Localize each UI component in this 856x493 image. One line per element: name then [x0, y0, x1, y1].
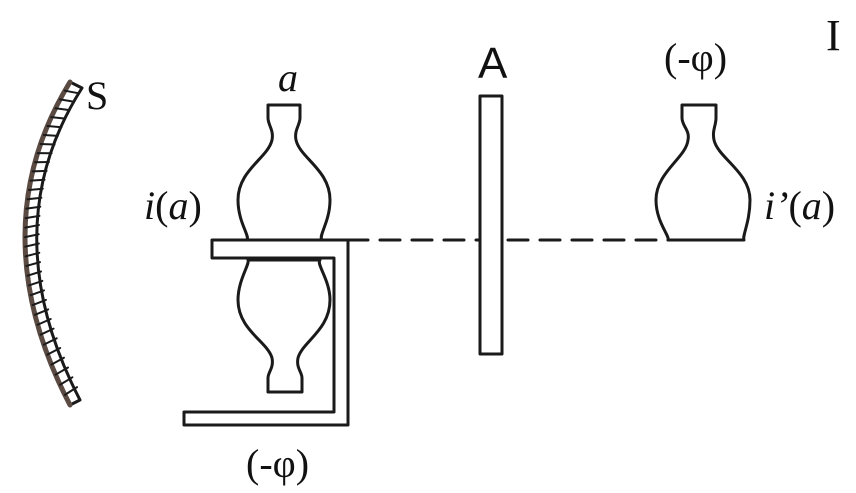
image-label-right-open-paren: (	[788, 183, 802, 228]
image-label-right-close-paren: )	[821, 183, 836, 228]
screen-hatch-line	[24, 242, 40, 248]
screen-hatch-line	[46, 346, 62, 356]
screen-hatch-line	[24, 224, 40, 229]
screen-hatch-line	[63, 386, 79, 396]
screen-hatch-line	[59, 98, 76, 103]
bottom-symbol: (-φ)	[246, 441, 310, 486]
screen-hatch-line	[50, 116, 67, 120]
screen-hatch-line	[27, 279, 44, 287]
mirror-bracket	[182, 238, 350, 427]
image-label-right-prefix: i’	[764, 183, 789, 228]
image-label-right-arg: a	[801, 183, 822, 228]
screen-hatch-line	[24, 251, 41, 258]
screen-hatch-line	[33, 308, 50, 316]
screen-hatch-line	[26, 270, 43, 277]
image-label-left-close-paren: )	[188, 183, 202, 228]
object-label: a	[278, 55, 298, 100]
screen-hatch-line	[63, 89, 80, 95]
screen-hatch-line	[26, 196, 43, 201]
screen-hatch-line	[25, 205, 42, 210]
screen-hatch-line	[31, 169, 48, 173]
screen-hatch-line	[42, 337, 58, 346]
image-label-left: i(a)	[144, 186, 202, 226]
screen-hatch-line	[24, 214, 41, 220]
screen-hatch-line	[39, 327, 55, 336]
plate-a	[478, 94, 504, 356]
screen-hatch-line	[46, 124, 63, 129]
screen-hatch-line	[24, 233, 40, 239]
screen-hatch-line	[50, 356, 65, 366]
panel-label: I	[826, 11, 841, 60]
screen-hatch-line	[29, 289, 45, 297]
image-label-left-open-paren: (	[155, 183, 169, 228]
screen-hatch-line	[54, 107, 71, 112]
screen-hatch-line	[39, 142, 56, 146]
screen-hatch-line	[36, 318, 52, 326]
screen-hatch-line	[59, 376, 74, 386]
screen-hatch-line	[25, 261, 41, 267]
screen-hatch-line	[54, 366, 70, 376]
screen-hatching	[24, 89, 80, 396]
image-label-left-arg: a	[168, 183, 189, 228]
screen-label: S	[86, 73, 109, 118]
top-right-symbol: (-φ)	[664, 35, 728, 80]
mirror-image-vase-lower	[236, 258, 332, 394]
screen-hatch-line	[31, 298, 47, 307]
image-label-right: i’(a)	[764, 186, 835, 226]
screen-hatch-line	[29, 178, 46, 182]
screen-hatch-line	[42, 133, 59, 137]
element-label: A	[478, 39, 508, 88]
curved-screen	[22, 79, 84, 408]
image-vase-right	[654, 103, 752, 242]
image-label-left-prefix: i	[144, 183, 156, 228]
object-vase-upper	[236, 103, 332, 242]
screen-hatch-line	[27, 187, 44, 191]
